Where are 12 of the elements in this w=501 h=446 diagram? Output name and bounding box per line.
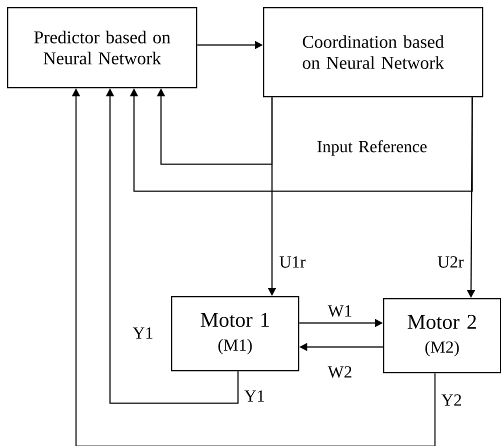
process-box: Motor 2 (M2) <box>383 298 501 374</box>
edge-label: W2 <box>326 365 354 379</box>
signal-label: Y1 <box>132 327 152 339</box>
process-box: Coordination based on Neural Network <box>263 7 484 98</box>
process-box: Predictor based on Neural Network <box>7 7 198 88</box>
edge-label: U1r <box>278 255 307 269</box>
process-box: Motor 1 (M1) <box>171 296 300 372</box>
edge-label: U2r <box>436 255 465 269</box>
edge-label: Y1 <box>243 389 266 403</box>
edge-label: W1 <box>326 304 354 318</box>
signal-label: Input Reference <box>317 140 427 156</box>
edge-label: Y2 <box>440 393 463 407</box>
